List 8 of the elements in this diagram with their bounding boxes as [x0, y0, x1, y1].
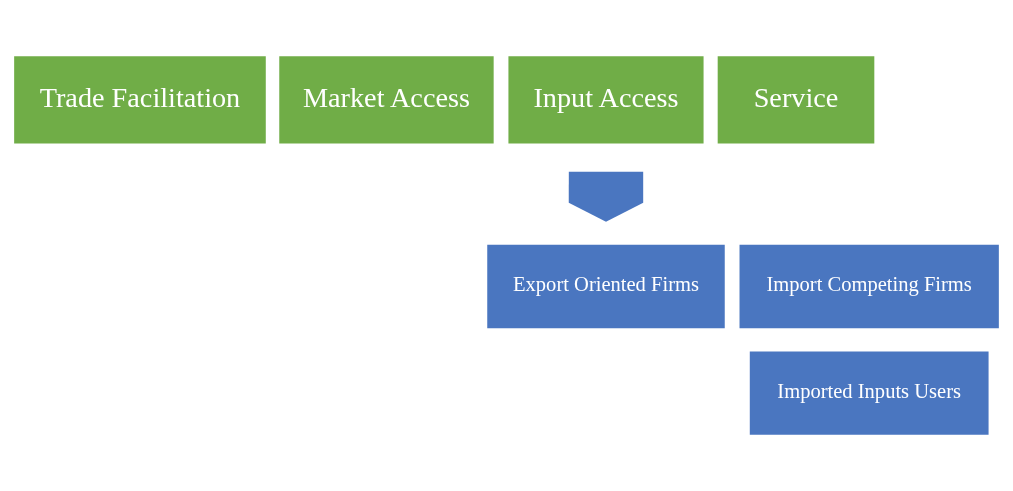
node-box: Import Competing Firms [739, 244, 999, 329]
node-box: Service [717, 56, 875, 144]
node-box: Export Oriented Firms [487, 244, 725, 329]
node-arrow [568, 171, 644, 222]
node-box: Market Access [279, 56, 494, 144]
node-box: Trade Facilitation [14, 56, 266, 144]
node-box: Imported Inputs Users [749, 351, 989, 435]
node-box: Input Access [508, 56, 704, 144]
